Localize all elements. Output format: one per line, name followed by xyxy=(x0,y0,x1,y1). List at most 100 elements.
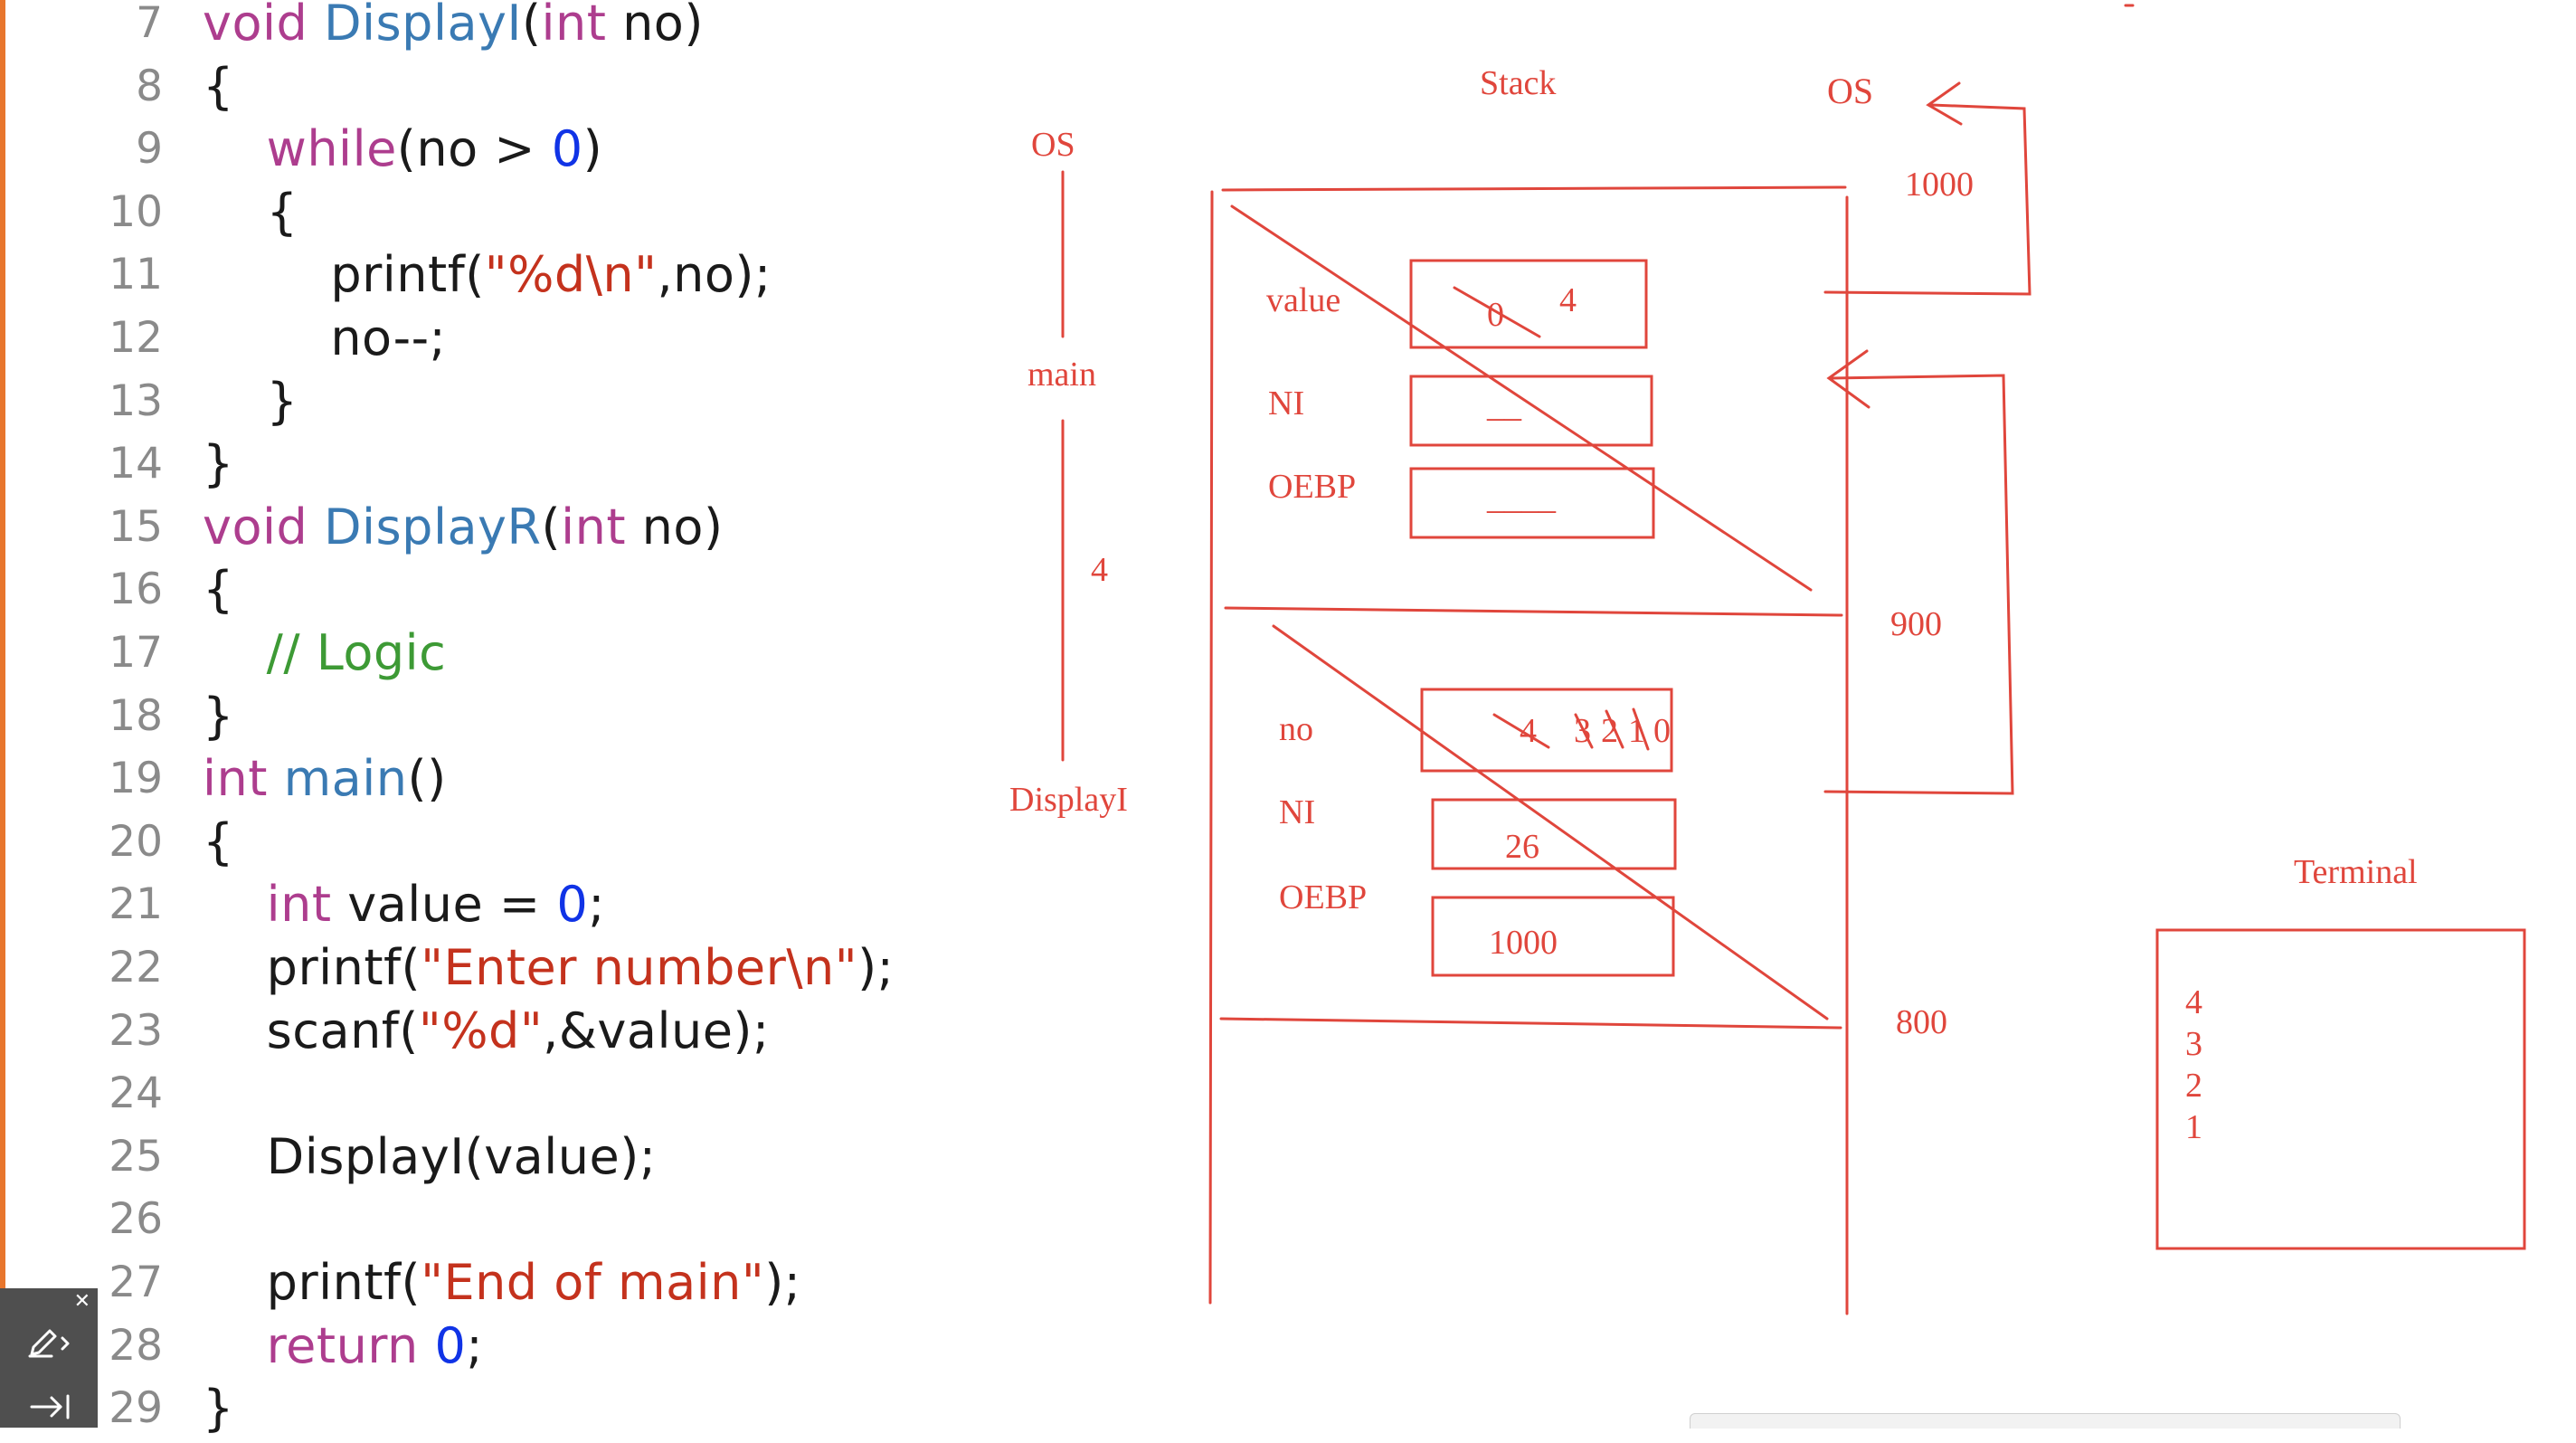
code-token: 0 xyxy=(434,1316,467,1374)
code-token: () xyxy=(407,750,447,808)
code-line[interactable]: 20 { xyxy=(5,813,973,877)
code-line[interactable]: 13 } xyxy=(5,373,973,436)
code-text: while(no > 0) xyxy=(203,120,602,177)
terminal-title: Terminal xyxy=(2294,853,2418,891)
return-arrow-main xyxy=(1823,374,2014,795)
code-token: (no > xyxy=(396,120,552,178)
code-token: 0 xyxy=(551,120,583,178)
terminal-box xyxy=(2155,928,2526,1250)
code-line[interactable]: 9 while(no > 0) xyxy=(5,120,973,184)
main-ni-value: __ xyxy=(1486,386,1522,424)
arrow-head-main xyxy=(1826,349,1870,409)
no-strike-3 xyxy=(1574,713,1594,749)
code-token: ); xyxy=(764,1254,801,1311)
value-old: 0 xyxy=(1487,296,1504,334)
code-text: printf("Enter number\n"); xyxy=(203,939,894,996)
code-line[interactable]: 24 xyxy=(5,1065,973,1128)
call-chain-main: main xyxy=(1028,356,1096,394)
code-token: int xyxy=(203,750,284,808)
code-token: int xyxy=(266,876,332,934)
code-text: } xyxy=(203,688,234,745)
next-tool-button[interactable] xyxy=(18,1381,81,1433)
code-line[interactable]: 18} xyxy=(5,688,973,751)
code-token: "Enter number\n" xyxy=(421,939,858,996)
address-900: 900 xyxy=(1890,605,1942,643)
code-token: return xyxy=(266,1316,419,1374)
line-number: 16 xyxy=(109,565,163,615)
os-label-top-right: OS xyxy=(1827,71,1873,111)
bottom-panel-tab[interactable] xyxy=(1690,1413,2401,1429)
code-line[interactable]: 16{ xyxy=(5,561,973,624)
code-token: void xyxy=(203,498,324,555)
line-number: 8 xyxy=(136,61,163,111)
stack-left-wall xyxy=(1208,190,1214,1305)
code-token: no) xyxy=(606,0,704,52)
code-line[interactable]: 21 int value = 0; xyxy=(5,876,973,939)
line-number: 9 xyxy=(136,124,163,175)
value-box xyxy=(1409,259,1648,349)
terminal-output-3: 2 xyxy=(2185,1067,2202,1105)
code-line[interactable]: 23 scanf("%d",&value); xyxy=(5,1002,973,1066)
close-icon[interactable]: ✕ xyxy=(73,1290,90,1313)
code-token: { xyxy=(203,183,298,241)
code-line[interactable]: 25 DisplayI(value); xyxy=(5,1128,973,1191)
code-line[interactable]: 8{ xyxy=(5,58,973,121)
line-number: 18 xyxy=(109,690,163,741)
stack-title: Stack xyxy=(1480,64,1556,102)
code-token: } xyxy=(203,435,234,493)
code-line[interactable]: 26 xyxy=(5,1191,973,1254)
line-number: 12 xyxy=(109,313,163,363)
no-strike-2 xyxy=(1605,709,1624,749)
arrow-head-os xyxy=(1926,81,1963,126)
code-line[interactable]: 14} xyxy=(5,435,973,498)
line-number: 20 xyxy=(109,816,163,867)
code-line[interactable]: 22 printf("Enter number\n"); xyxy=(5,939,973,1002)
code-token: ; xyxy=(588,876,605,934)
code-text: return 0; xyxy=(203,1317,483,1374)
code-token: 0 xyxy=(556,876,589,934)
code-line[interactable]: 11 printf("%d\n",no); xyxy=(5,246,973,309)
code-line[interactable]: 27 printf("End of main"); xyxy=(5,1254,973,1317)
code-token: { xyxy=(203,812,234,870)
code-line[interactable]: 28 return 0; xyxy=(5,1317,973,1381)
return-arrow-os xyxy=(1823,103,2031,296)
line-number: 29 xyxy=(109,1383,163,1434)
address-1000: 1000 xyxy=(1905,166,1974,204)
line-number: 15 xyxy=(109,501,163,552)
code-token: ( xyxy=(541,498,562,555)
code-token: value = xyxy=(331,876,557,934)
call-chain-value: 4 xyxy=(1091,551,1108,589)
code-token: main xyxy=(283,750,408,808)
line-number: 27 xyxy=(109,1258,163,1307)
displayi-oebp-box xyxy=(1431,896,1675,977)
code-line[interactable]: 17 // Logic xyxy=(5,624,973,688)
main-ni-label: NI xyxy=(1268,384,1304,422)
code-token: ); xyxy=(857,939,895,996)
code-token: "End of main" xyxy=(421,1254,765,1311)
code-text: printf("End of main"); xyxy=(203,1254,801,1311)
code-token: int xyxy=(561,498,627,555)
code-token: printf( xyxy=(203,939,421,996)
code-line[interactable]: 10 { xyxy=(5,184,973,247)
main-oebp-value: ____ xyxy=(1486,479,1557,517)
code-token: scanf( xyxy=(203,1002,419,1059)
pen-tool-button[interactable] xyxy=(18,1315,81,1368)
code-token: ,&value); xyxy=(543,1002,770,1059)
main-oebp-box xyxy=(1409,467,1655,539)
displayi-oebp-label: OEBP xyxy=(1279,878,1367,916)
no-strike-4 xyxy=(1492,713,1550,749)
value-label: value xyxy=(1266,281,1340,319)
code-token: ; xyxy=(466,1316,484,1374)
code-line[interactable]: 12 no--; xyxy=(5,309,973,373)
call-chain-os: OS xyxy=(1031,126,1075,164)
stack-boundary-800 xyxy=(1219,1017,1842,1030)
code-token: } xyxy=(203,372,298,430)
code-token: int xyxy=(541,0,607,52)
line-number: 17 xyxy=(109,628,163,678)
address-800: 800 xyxy=(1896,1003,1947,1041)
arrow-right-icon xyxy=(30,1394,70,1419)
